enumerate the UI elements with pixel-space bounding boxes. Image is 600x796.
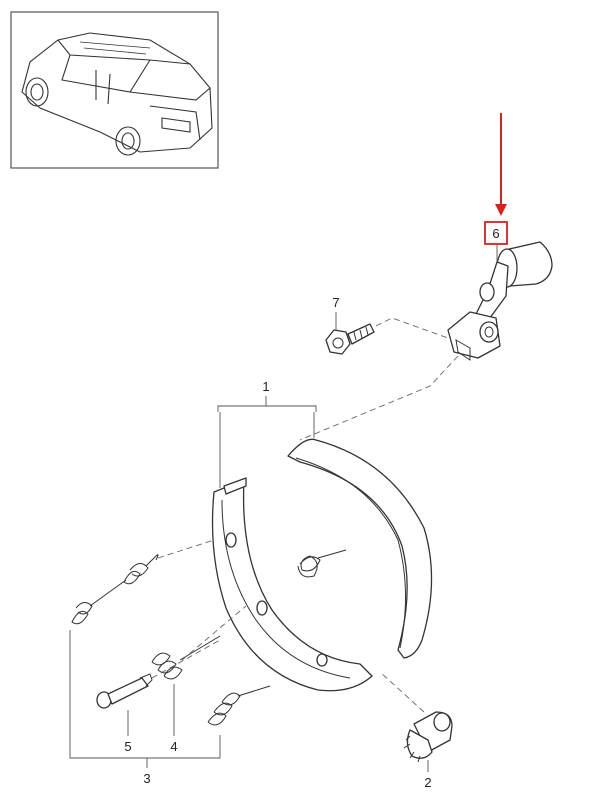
spring-dashline-upper (157, 539, 215, 559)
sensor-to-shoe-dashline (299, 355, 459, 441)
part-1-brake-shoe-left[interactable] (211, 477, 373, 692)
part-2-adjuster[interactable] (403, 711, 453, 763)
bolt-to-sensor-dashline (375, 317, 449, 339)
callout-5[interactable]: 5 (124, 739, 131, 754)
pin-dashline (151, 639, 221, 679)
callout-6[interactable]: 6 (492, 226, 499, 241)
shoe-retainer-spring (297, 549, 347, 578)
callout-1[interactable]: 1 (262, 379, 269, 394)
callout-3[interactable]: 3 (143, 771, 150, 786)
callout-7[interactable]: 7 (332, 295, 339, 310)
part-5-pin[interactable] (96, 673, 153, 709)
part-1-brake-shoe-right[interactable] (287, 438, 433, 659)
bracket-1 (217, 396, 317, 488)
callout-6-highlight-box (484, 221, 508, 245)
vehicle-thumbnail (10, 11, 219, 169)
highlight-arrow (495, 113, 507, 216)
callout-2[interactable]: 2 (424, 775, 431, 790)
part-3-upper-spring[interactable] (71, 554, 159, 625)
part-7-bolt[interactable] (325, 323, 375, 355)
thumbnail-frame (10, 11, 219, 169)
adjuster-dashline (379, 671, 425, 713)
part-6-sensor[interactable] (447, 241, 553, 361)
part-4-spring[interactable] (151, 635, 221, 680)
bracket-3 (69, 630, 221, 768)
lower-spring (207, 685, 271, 726)
callout-4[interactable]: 4 (170, 739, 177, 754)
car-icon (21, 32, 213, 156)
spring4-dashline (181, 605, 247, 661)
